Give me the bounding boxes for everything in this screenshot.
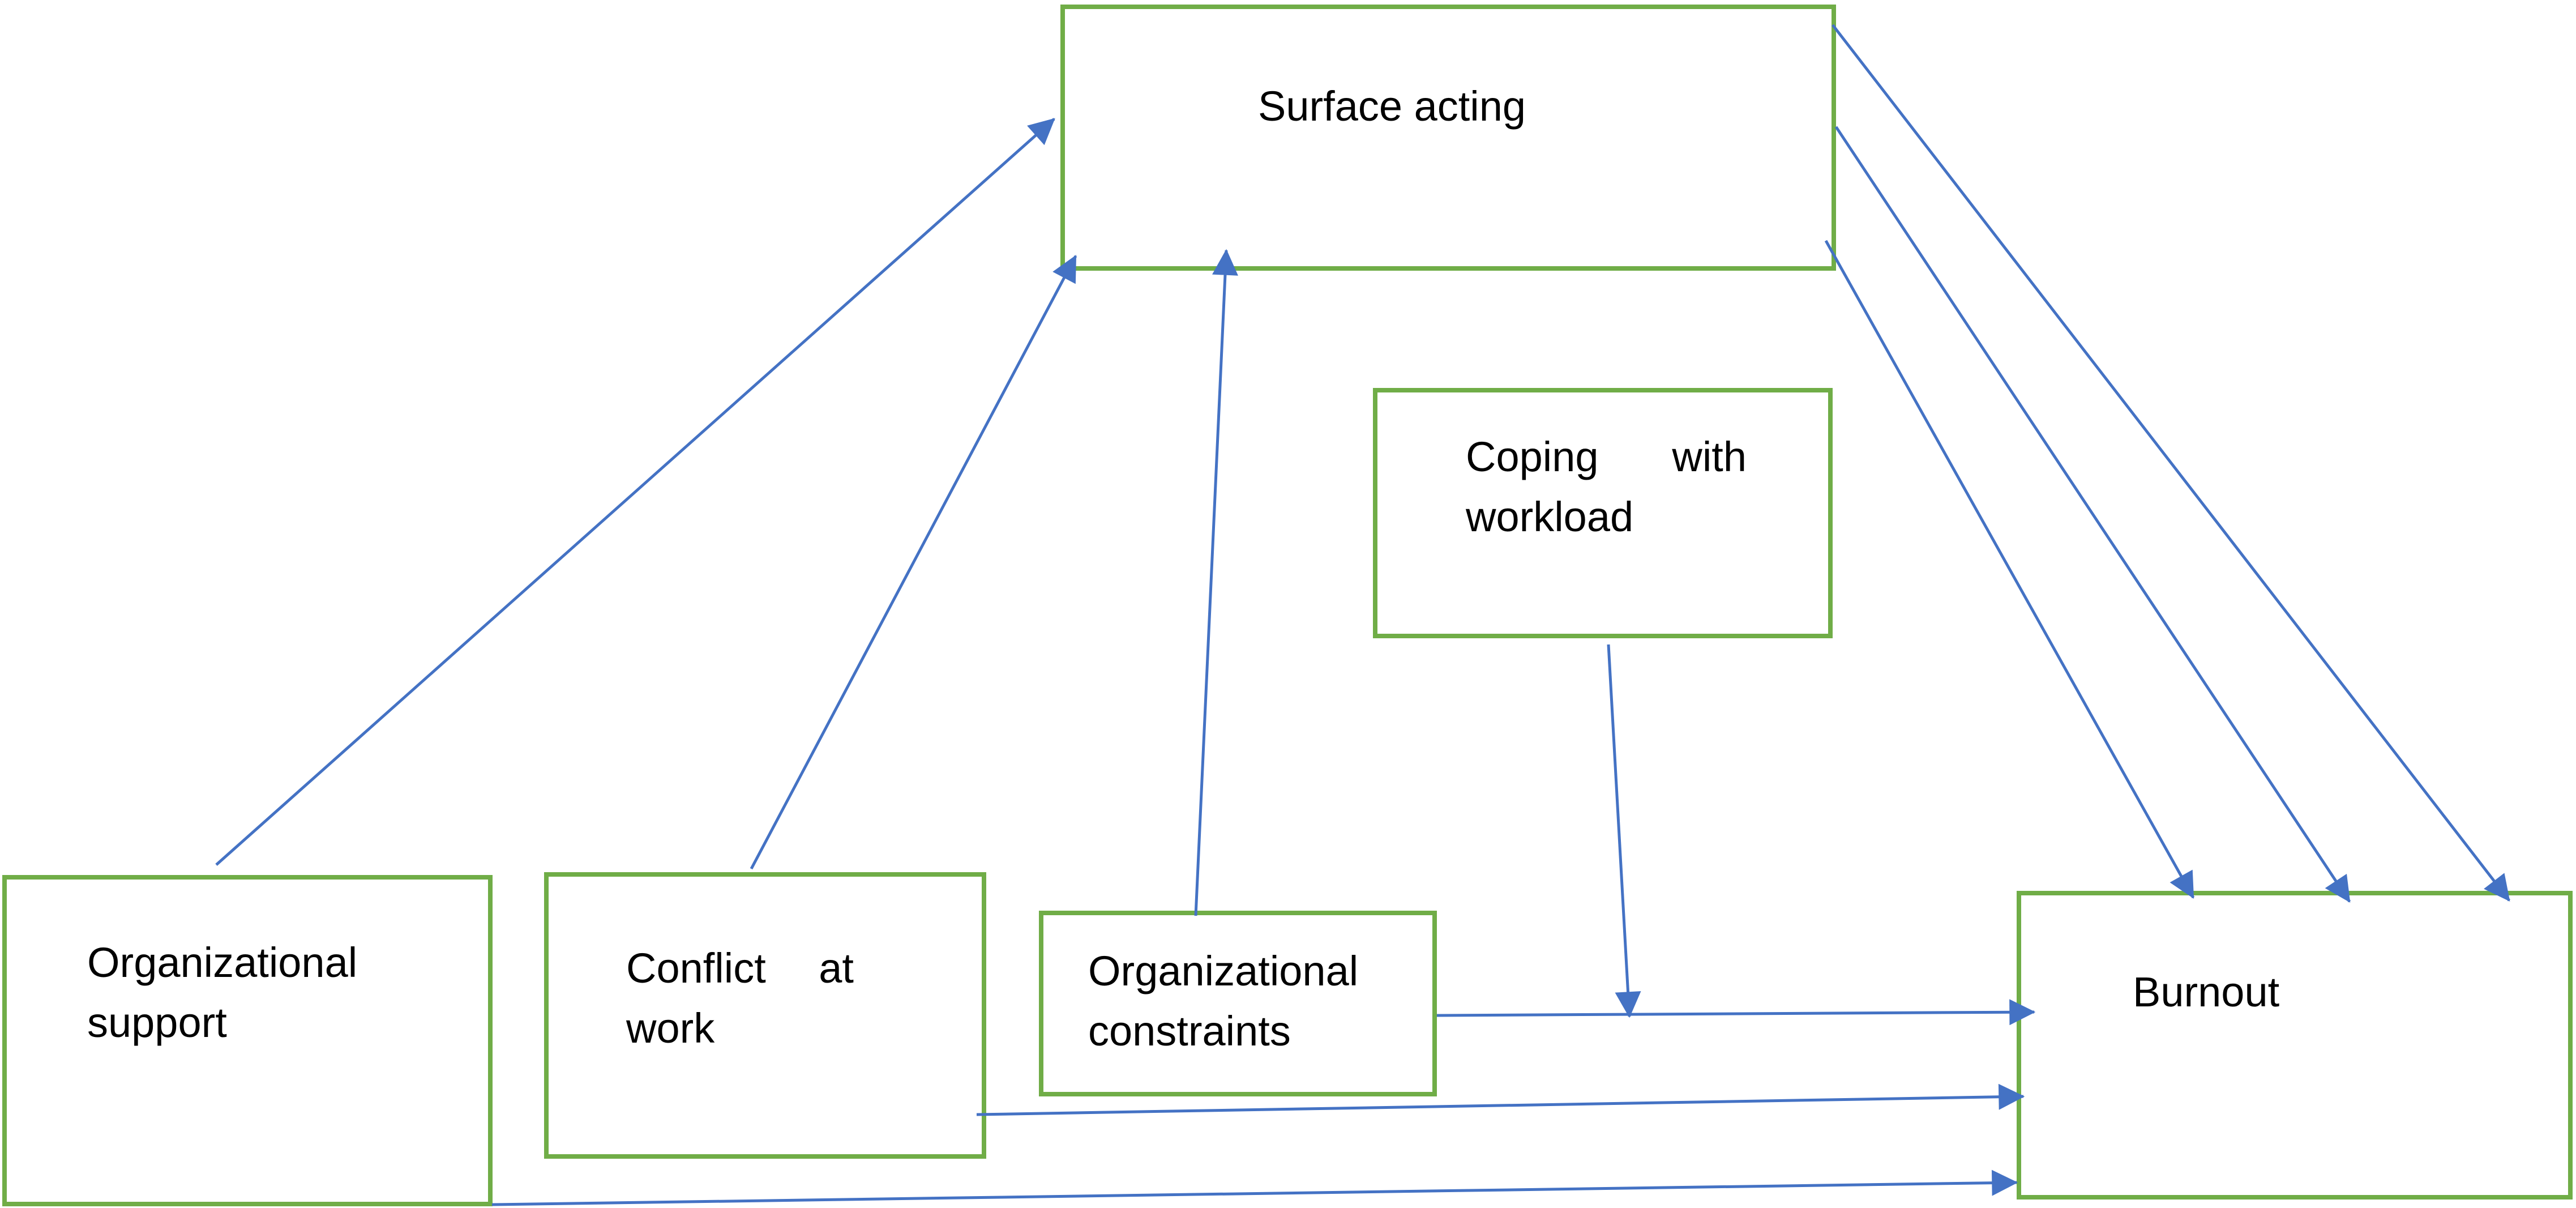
- organizational-constraints-box: [1039, 911, 1437, 1096]
- organizational-constraints-label: Organizational constraints: [1088, 947, 1359, 1055]
- surface-acting-box: [1060, 5, 1836, 271]
- arrow-orgconstraints-to-surface: [1194, 249, 1238, 916]
- arrow-conflict-to-burnout: [976, 1083, 2025, 1116]
- arrow-surface-to-burnout-2: [1834, 126, 2351, 903]
- surface-acting-label: Surface acting: [1258, 83, 1526, 130]
- burnout-box: [2017, 891, 2573, 1200]
- burnout-label: Burnout: [2133, 968, 2280, 1015]
- organizational-support-box: [2, 875, 493, 1206]
- arrow-conflict-to-surface: [750, 254, 1077, 870]
- arrow-coping-moderator: [1607, 644, 1641, 1018]
- organizational-support-label: Organizational support: [87, 939, 358, 1046]
- arrow-orgsupport-to-burnout: [491, 1169, 2018, 1206]
- coping-with-workload-box: [1373, 388, 1833, 638]
- arrow-orgsupport-to-surface: [215, 118, 1055, 866]
- arrow-orgconstraints-to-burnout: [1436, 999, 2036, 1026]
- conflict-at-work-label: Conflict at work: [626, 945, 854, 1052]
- arrow-surface-to-burnout-1: [1824, 240, 2195, 899]
- coping-with-workload-label: Coping with workload: [1466, 433, 1747, 540]
- arrow-surface-to-burnout-3: [1832, 24, 2510, 902]
- conflict-at-work-box: [544, 872, 986, 1159]
